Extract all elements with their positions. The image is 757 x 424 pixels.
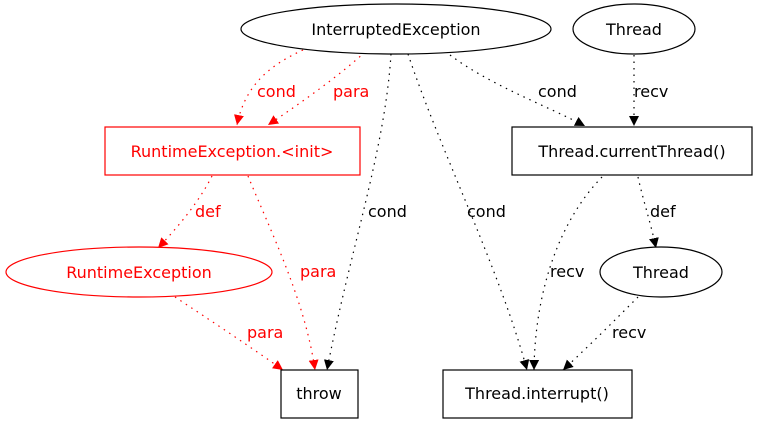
node-runtime-exception[interactable]: RuntimeException <box>5 246 273 298</box>
node-label: Thread.currentThread() <box>537 142 725 161</box>
edge-label: def <box>650 202 676 221</box>
node-thread-top[interactable]: Thread <box>572 3 696 55</box>
node-thread-interrupt[interactable]: Thread.interrupt() <box>442 369 633 419</box>
node-current-thread[interactable]: Thread.currentThread() <box>511 126 753 176</box>
edge-label: cond <box>467 202 506 221</box>
node-runtime-exception-init[interactable]: RuntimeException.<init> <box>104 126 361 176</box>
edge-interrupted-to-runtime-init-para: para <box>267 51 369 126</box>
edge-interrupted-to-interrupt-cond: cond <box>407 53 530 371</box>
edges: cond para cond cond cond recv de <box>157 49 676 371</box>
edge-label: cond <box>368 202 407 221</box>
edge-label: def <box>195 202 221 221</box>
node-label: RuntimeException.<init> <box>131 142 334 161</box>
node-label: RuntimeException <box>66 263 212 282</box>
edge-interrupted-to-runtime-init-cond: cond <box>234 49 304 126</box>
edge-label: recv <box>550 262 584 281</box>
node-throw[interactable]: throw <box>280 369 359 419</box>
node-interrupted-exception[interactable]: InterruptedException <box>240 3 552 55</box>
edge-label: recv <box>634 82 668 101</box>
edge-line <box>174 296 284 371</box>
edge-runtime-exception-to-throw-para: para <box>174 296 284 371</box>
node-label: InterruptedException <box>311 20 480 39</box>
edge-label: cond <box>257 82 296 101</box>
edge-line <box>449 54 586 127</box>
edge-runtime-init-to-throw-para: para <box>247 175 336 371</box>
edge-interrupted-to-current-thread-cond: cond <box>449 54 586 127</box>
node-thread-mid[interactable]: Thread <box>599 246 723 298</box>
edge-label: para <box>247 323 283 342</box>
node-label: throw <box>296 384 342 403</box>
edge-thread-to-interrupt-recv: recv <box>562 296 646 371</box>
edge-interrupted-to-throw-cond: cond <box>323 53 407 371</box>
edge-current-thread-to-thread-def: def <box>637 176 676 249</box>
node-label: Thread <box>632 263 689 282</box>
edge-line <box>247 175 319 371</box>
edge-label: cond <box>538 82 577 101</box>
edge-line <box>234 49 304 126</box>
edge-label: para <box>300 262 336 281</box>
edge-thread-to-current-thread-recv: recv <box>629 55 668 126</box>
node-label: Thread <box>605 20 662 39</box>
edge-label: recv <box>612 323 646 342</box>
edge-line <box>637 176 659 249</box>
edge-runtime-init-to-runtime-exception-def: def <box>157 175 221 249</box>
edge-label: para <box>333 82 369 101</box>
edge-current-thread-to-interrupt-recv: recv <box>529 176 603 371</box>
node-label: Thread.interrupt() <box>464 384 609 403</box>
nodes: InterruptedException Thread RuntimeExcep… <box>5 3 753 419</box>
